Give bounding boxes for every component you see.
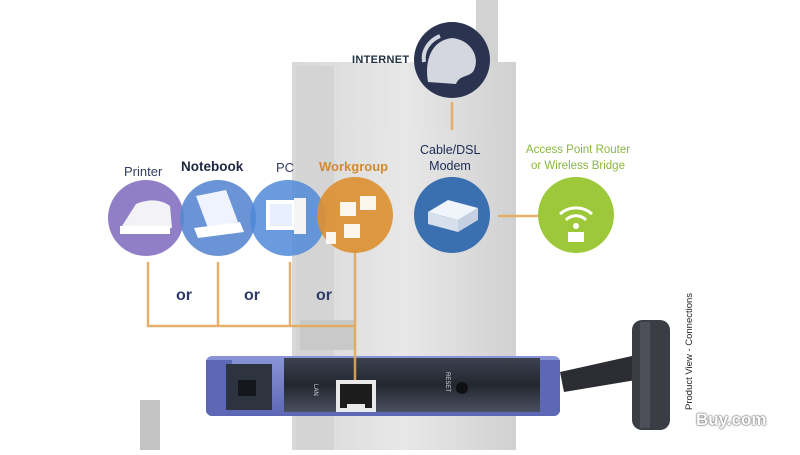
reset-button-label: RESET [444, 372, 450, 393]
notebook-label: Notebook [181, 159, 244, 174]
back-panel [206, 356, 560, 416]
reset-button [456, 382, 468, 394]
lan-port-label: LAN [312, 384, 318, 396]
stand-stub [140, 400, 160, 450]
buy-com-watermark: Buy.com [696, 410, 767, 429]
workgroup-icon [317, 177, 393, 253]
printer-icon [108, 180, 184, 256]
router-label-line-2: or Wireless Bridge [531, 160, 625, 172]
wireless-router-icon [538, 177, 614, 253]
modem-label-line-1: Cable/DSL [420, 143, 481, 157]
printer-label: Printer [124, 164, 163, 179]
router-label-line-1: Access Point Router [525, 144, 631, 156]
connection-lines [146, 102, 540, 380]
internet-globe-icon [414, 22, 490, 98]
modem-label: Cable/DSL Modem [420, 142, 480, 174]
product-view-caption: Product View - Connections [684, 292, 695, 410]
internet-label: INTERNET [352, 54, 410, 66]
workgroup-label: Workgroup [319, 159, 389, 174]
device-vent [300, 320, 356, 350]
pc-icon [250, 180, 326, 256]
power-port [238, 380, 256, 396]
or-connector-2: or [244, 287, 260, 304]
modem-icon [414, 177, 490, 253]
router-label: Access Point Router or Wireless Bridge [516, 142, 640, 174]
or-connector-1: or [176, 287, 192, 304]
side-antenna [560, 320, 670, 430]
modem-label-line-2: Modem [429, 159, 471, 173]
pc-label: PC [276, 160, 295, 175]
or-connector-3: or [316, 287, 332, 304]
notebook-icon [180, 180, 256, 256]
